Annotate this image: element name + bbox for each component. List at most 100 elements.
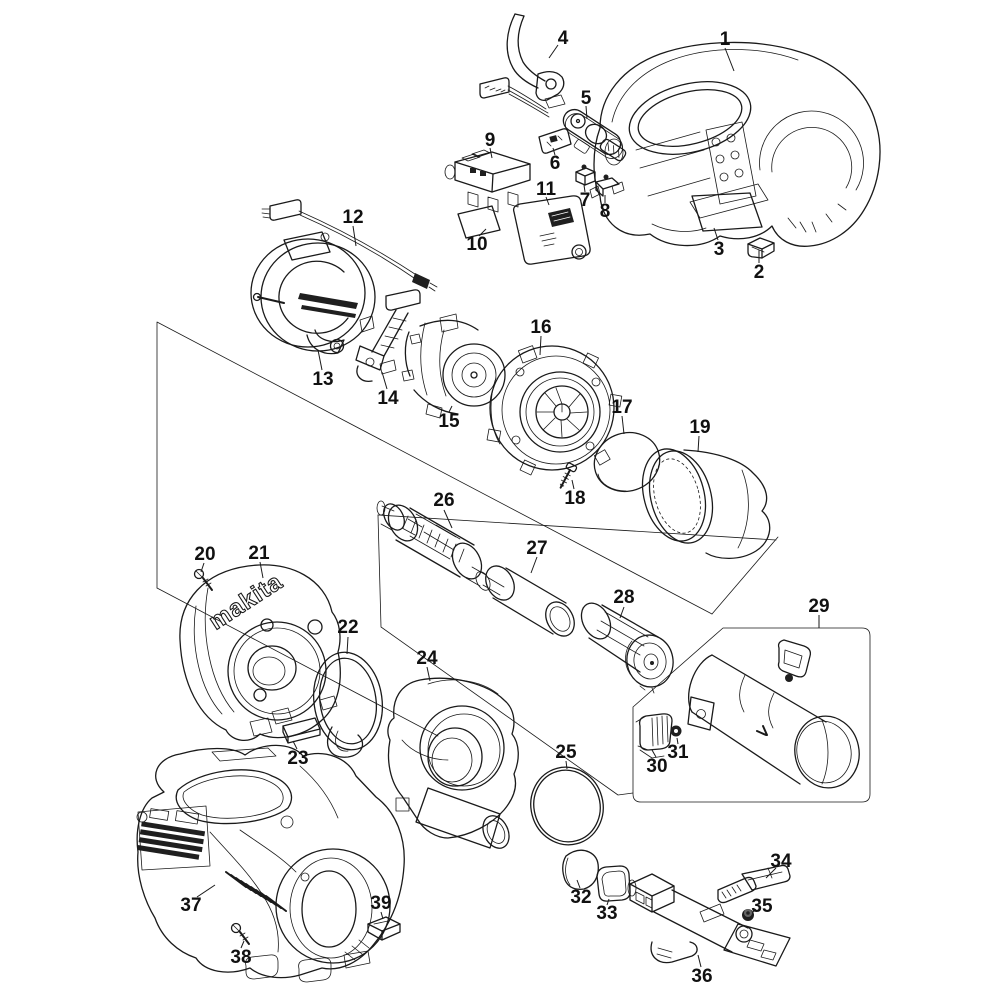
- part-32-label: 32: [570, 887, 591, 908]
- part-12-drawing: [261, 199, 438, 292]
- part-8-drawing: [589, 174, 625, 199]
- part-1-leader-line: [724, 47, 735, 72]
- part-25-label: 25: [555, 742, 577, 763]
- part-36-leader-line: [697, 954, 702, 968]
- part-9-label: 9: [485, 130, 496, 151]
- part-18-leader-line: [571, 479, 575, 490]
- part-37-leader-line: [196, 884, 216, 898]
- part-38-leader-line: [240, 940, 245, 949]
- part-2-drawing: [747, 237, 775, 259]
- part-38-drawing: [230, 922, 250, 945]
- part-10-leader-line: [478, 228, 487, 237]
- part-34-label: 34: [770, 851, 792, 872]
- part-20-label: 20: [194, 544, 215, 565]
- part-6-label: 6: [550, 153, 561, 174]
- part-17-label: 17: [611, 397, 632, 418]
- part-16-leader-line: [539, 335, 542, 356]
- part-29-drawing: [687, 639, 860, 789]
- part-31-drawing: [670, 725, 682, 737]
- part-7-label: 7: [580, 190, 591, 211]
- part-7-drawing: [575, 164, 596, 186]
- part-30-drawing: [635, 713, 673, 759]
- part-34-leader-line: [765, 867, 777, 879]
- part-1-drawing: [593, 41, 881, 247]
- part-21-leader-line: [259, 561, 264, 579]
- part-3-drawing: [691, 192, 763, 232]
- part-14-drawing: [355, 289, 421, 382]
- part-16-drawing: [486, 345, 623, 476]
- part-18-drawing: [559, 462, 578, 489]
- part-28-drawing: [580, 602, 674, 694]
- part-27-drawing: [485, 565, 575, 637]
- part-12-leader-line: [352, 225, 357, 247]
- part-19-drawing: [641, 448, 771, 560]
- part-9-leader-line: [489, 147, 493, 159]
- part-6-leader-line: [552, 147, 556, 156]
- part-24-drawing: [387, 677, 519, 849]
- part-22-leader-line: [346, 636, 349, 655]
- part-39-label: 39: [370, 893, 391, 914]
- part-13-leader-line: [317, 349, 323, 371]
- part-31-label: 31: [667, 742, 689, 763]
- part-5-leader-line: [585, 105, 588, 120]
- part-24-label: 24: [416, 648, 438, 669]
- part-33-label: 33: [596, 903, 617, 924]
- part-23-leader-line: [292, 740, 298, 750]
- part-4-drawing: [506, 13, 566, 109]
- part-28-label: 28: [613, 587, 634, 608]
- part-35-leader-line: [752, 908, 757, 913]
- part-29-label: 29: [808, 596, 829, 617]
- part-19-leader-line: [697, 435, 700, 453]
- part-22-label: 22: [337, 617, 358, 638]
- part-23-drawing: [282, 717, 321, 744]
- part-16-label: 16: [530, 317, 551, 338]
- part-24-leader-line: [426, 666, 431, 682]
- part-10-drawing: [457, 205, 501, 239]
- part-25-drawing: [530, 766, 604, 846]
- part-3-label: 3: [714, 239, 725, 260]
- part-18-label: 18: [564, 488, 585, 509]
- part-28-leader-line: [619, 606, 625, 619]
- part-2-label: 2: [754, 262, 765, 283]
- part-7-leader-line: [583, 184, 586, 193]
- part-35-drawing: [742, 909, 754, 921]
- part-6-drawing: [538, 128, 572, 154]
- part-26-label: 26: [433, 490, 454, 511]
- part-11-leader-line: [545, 196, 550, 206]
- part-15-label: 15: [438, 411, 460, 432]
- part-13-drawing: [250, 231, 376, 355]
- part-12-label: 12: [342, 207, 363, 228]
- part-15-drawing: [401, 313, 506, 419]
- part-4-label: 4: [558, 28, 569, 49]
- part-23-label: 23: [287, 748, 308, 769]
- part-27-label: 27: [526, 538, 547, 559]
- part-5-label: 5: [581, 88, 592, 109]
- section-boundary-lines: [156, 321, 871, 803]
- part-8-label: 8: [600, 201, 611, 222]
- part-31-leader-line: [676, 737, 679, 745]
- part-17-drawing: [593, 431, 661, 493]
- part-39-drawing: [367, 916, 401, 941]
- part-22-drawing: [312, 651, 384, 758]
- part-19-label: 19: [689, 417, 710, 438]
- part-34-drawing: [717, 864, 791, 904]
- part-30-label: 30: [646, 756, 667, 777]
- part-11-drawing: [512, 195, 591, 265]
- part-25-leader-line: [565, 760, 568, 770]
- part-14-label: 14: [377, 388, 399, 409]
- part-27-leader-line: [530, 556, 538, 574]
- part-36-label: 36: [691, 966, 712, 987]
- part-36-drawing: [627, 873, 791, 967]
- part-10-label: 10: [466, 234, 487, 255]
- part-14-leader-line: [381, 371, 388, 390]
- part-5-drawing: [479, 77, 627, 162]
- part-20-leader-line: [200, 562, 205, 573]
- part-21-label: 21: [248, 543, 270, 564]
- part-17-leader-line: [621, 415, 625, 435]
- part-1-label: 1: [720, 29, 731, 50]
- part-30-leader-line: [651, 749, 657, 758]
- part-21-drawing: [179, 564, 341, 741]
- part-26-leader-line: [443, 509, 453, 529]
